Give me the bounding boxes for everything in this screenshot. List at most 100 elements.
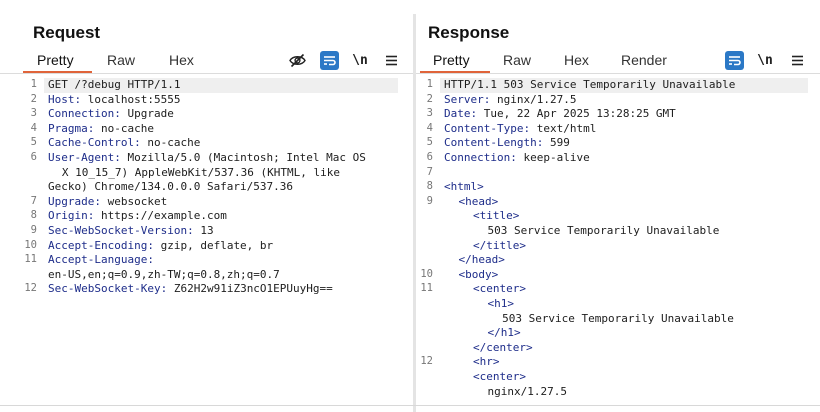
tab-pretty[interactable]: Pretty bbox=[37, 52, 74, 68]
html-tag: <body> bbox=[458, 267, 499, 281]
html-tag: <title> bbox=[473, 209, 520, 223]
code-line: GET /?debug HTTP/1.1 bbox=[48, 78, 180, 91]
menu-icon[interactable] bbox=[789, 51, 805, 69]
code-line: Content-Length: 599 bbox=[444, 136, 570, 149]
code-line: 503 Service Temporarily Unavailable bbox=[488, 224, 720, 237]
line-number: 3 bbox=[426, 107, 433, 120]
code-line: Content-Type: text/html bbox=[444, 122, 596, 135]
line-value: no-cache bbox=[140, 136, 201, 150]
line-value: Gecko) Chrome/134.0.0.0 Safari/537.36 bbox=[48, 180, 294, 194]
line-value: 503 Service Temporarily Unavailable bbox=[502, 311, 734, 325]
code-line: </head> bbox=[459, 253, 505, 266]
code-line: Origin: https://example.com bbox=[48, 209, 227, 222]
line-value: keep-alive bbox=[516, 151, 590, 164]
newline-toggle[interactable]: \n bbox=[352, 52, 368, 68]
code-line: <head> bbox=[459, 195, 499, 208]
line-value: 13 bbox=[193, 224, 214, 237]
wrap-icon[interactable] bbox=[725, 51, 744, 70]
code-line: <h1> bbox=[488, 297, 515, 310]
line-number: 2 bbox=[30, 92, 37, 105]
line-number: 11 bbox=[420, 282, 433, 295]
header-name: Upgrade: bbox=[48, 194, 101, 208]
code-line: Date: Tue, 22 Apr 2025 13:28:25 GMT bbox=[444, 107, 676, 120]
tab-hex[interactable]: Hex bbox=[564, 52, 589, 68]
line-number: 7 bbox=[426, 165, 433, 178]
line-value: HTTP/1.1 503 Service Temporarily Unavail… bbox=[444, 78, 736, 91]
code-line: <center> bbox=[473, 282, 526, 295]
code-line: X 10_15_7) AppleWebKit/537.36 (KHTML, li… bbox=[55, 166, 340, 179]
active-tab-underline bbox=[420, 71, 490, 73]
header-name: Pragma: bbox=[48, 121, 95, 135]
tab-raw[interactable]: Raw bbox=[503, 52, 532, 68]
header-name: Sec-WebSocket-Version: bbox=[48, 224, 194, 237]
line-number: 12 bbox=[24, 282, 37, 295]
line-value: websocket bbox=[100, 194, 168, 208]
line-number: 10 bbox=[420, 267, 433, 280]
header-name: Accept-Encoding: bbox=[48, 238, 154, 252]
line-value: gzip, deflate, br bbox=[153, 238, 274, 252]
code-line: User-Agent: Mozilla/5.0 (Macintosh; Inte… bbox=[48, 151, 366, 164]
line-value: 503 Service Temporarily Unavailable bbox=[487, 224, 720, 237]
tabbar-divider bbox=[416, 73, 820, 74]
line-number: 8 bbox=[30, 209, 37, 222]
header-name: Content-Length: bbox=[444, 136, 544, 150]
html-tag: </title> bbox=[473, 238, 527, 252]
line-number: 10 bbox=[24, 238, 37, 251]
header-name: Origin: bbox=[48, 209, 95, 223]
tab-hex[interactable]: Hex bbox=[169, 52, 194, 68]
menu-icon[interactable] bbox=[383, 51, 399, 69]
html-tag: <h1> bbox=[487, 297, 515, 310]
line-number: 6 bbox=[30, 151, 37, 163]
line-value: text/html bbox=[530, 121, 597, 135]
html-tag: </center> bbox=[473, 340, 533, 354]
request-tabbar: Pretty Raw Hex bbox=[0, 50, 413, 73]
current-line-highlight bbox=[44, 78, 398, 93]
tab-raw[interactable]: Raw bbox=[107, 52, 136, 68]
html-tag: <hr> bbox=[473, 355, 500, 369]
line-value: GET /?debug HTTP/1.1 bbox=[48, 78, 181, 91]
tab-render[interactable]: Render bbox=[621, 52, 667, 68]
header-name: Accept-Language: bbox=[48, 253, 154, 267]
code-line: Accept-Encoding: gzip, deflate, br bbox=[48, 239, 273, 252]
header-name: Sec-WebSocket-Key: bbox=[48, 282, 168, 296]
code-line: Host: localhost:5555 bbox=[48, 93, 180, 106]
bottom-border bbox=[0, 405, 820, 406]
newline-toggle[interactable]: \n bbox=[757, 52, 773, 68]
line-number: 2 bbox=[426, 92, 433, 105]
html-tag: </h1> bbox=[487, 326, 521, 340]
code-line: Sec-WebSocket-Key: Z62H2w91iZ3ncO1EPUuyH… bbox=[48, 282, 333, 295]
line-value: X 10_15_7) AppleWebKit/537.36 (KHTML, li… bbox=[55, 165, 341, 179]
line-value: localhost:5555 bbox=[81, 92, 181, 106]
line-number: 5 bbox=[30, 136, 37, 149]
code-line: Pragma: no-cache bbox=[48, 122, 154, 135]
code-line: Sec-WebSocket-Version: 13 bbox=[48, 224, 214, 237]
code-line: Connection: Upgrade bbox=[48, 107, 174, 120]
eye-off-icon[interactable] bbox=[288, 51, 306, 69]
response-scrollbar[interactable] bbox=[806, 78, 814, 406]
html-tag: <center> bbox=[473, 282, 527, 296]
pane-splitter[interactable] bbox=[413, 14, 416, 412]
code-line: </title> bbox=[473, 239, 526, 252]
tab-pretty[interactable]: Pretty bbox=[433, 52, 470, 68]
line-value: Upgrade bbox=[120, 107, 174, 121]
header-name: Connection: bbox=[444, 151, 517, 164]
code-line: <hr> bbox=[473, 355, 500, 368]
line-number: 6 bbox=[426, 151, 433, 163]
line-value: Z62H2w91iZ3ncO1EPUuyHg== bbox=[167, 282, 333, 296]
line-number: 9 bbox=[30, 224, 37, 236]
header-name: Host: bbox=[48, 92, 82, 106]
html-tag: </head> bbox=[458, 253, 505, 267]
code-line: en-US,en;q=0.9,zh-TW;q=0.8,zh;q=0.7 bbox=[48, 268, 280, 281]
line-value: nginx/1.27.5 bbox=[490, 92, 577, 106]
header-name: Connection: bbox=[48, 107, 121, 121]
code-line: Gecko) Chrome/134.0.0.0 Safari/537.36 bbox=[48, 180, 293, 193]
line-number: 11 bbox=[24, 253, 37, 266]
header-name: Cache-Control: bbox=[48, 136, 141, 150]
header-name: User-Agent: bbox=[48, 151, 121, 164]
line-value: no-cache bbox=[94, 121, 154, 135]
wrap-icon[interactable] bbox=[320, 51, 339, 70]
